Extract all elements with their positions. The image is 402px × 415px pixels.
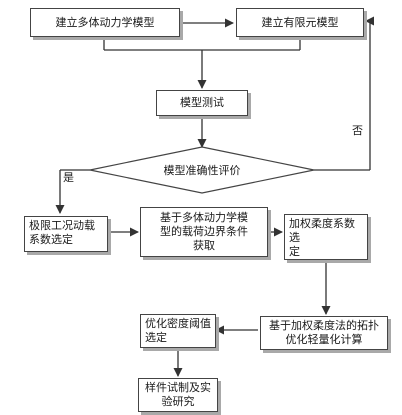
accuracy-eval-diamond <box>89 146 315 194</box>
edge-label-yes: 是 <box>63 171 74 184</box>
box-model-test: 模型测试 <box>156 90 248 116</box>
edge-label-no: 否 <box>352 124 363 137</box>
box-topology-optimization: 基于加权柔度法的拓扑 优化轻量化计算 <box>260 316 388 350</box>
box-prototype-testing: 样件试制及实 验研究 <box>138 378 218 412</box>
accuracy-eval-label: 模型准确性评价 <box>163 164 241 177</box>
box-density-threshold: 优化密度阈值 选定 <box>140 314 216 348</box>
box-weighted-compliance: 加权柔度系数选 定 <box>284 214 368 260</box>
box-multibody-model: 建立多体动力学模型 <box>30 8 180 37</box>
box-limit-conditions: 极限工况动载 系数选定 <box>24 216 108 252</box>
box-fem-model: 建立有限元模型 <box>236 8 364 37</box>
box-load-boundary: 基于多体动力学模 型的载荷边界条件 获取 <box>140 207 268 257</box>
